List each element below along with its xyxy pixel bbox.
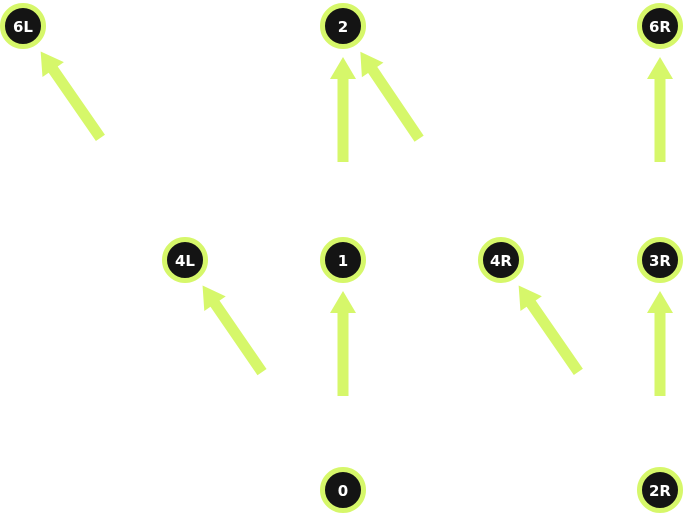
node-label: 6L bbox=[13, 18, 33, 36]
edge-arrow-2-to-4R bbox=[420, 144, 484, 235]
edge-arrow-4L-to-6L bbox=[40, 51, 105, 141]
node-label: 1 bbox=[338, 252, 348, 270]
edge-arrow-0-to-1 bbox=[330, 291, 356, 396]
node-circle bbox=[637, 467, 683, 513]
edge-arrow-4R-to-2 bbox=[360, 51, 424, 142]
node-2R: 2R bbox=[637, 467, 683, 513]
node-circle bbox=[637, 237, 683, 283]
node-1: 1 bbox=[320, 237, 366, 283]
edge-arrow-4L-to-0 bbox=[261, 374, 326, 465]
node-circle bbox=[162, 237, 208, 283]
edge-arrow-4R-to-2R bbox=[578, 375, 643, 465]
node-6L: 6L bbox=[0, 3, 46, 49]
node-4L: 4L bbox=[162, 237, 208, 283]
edges-layer bbox=[40, 51, 673, 465]
node-circle bbox=[320, 237, 366, 283]
edge-arrow-2R-to-4R bbox=[518, 285, 583, 375]
edge-arrow-1-to-2 bbox=[330, 57, 356, 162]
node-circle bbox=[478, 237, 524, 283]
edge-arrow-1-to-0 bbox=[330, 354, 356, 459]
node-2: 2 bbox=[320, 3, 366, 49]
edge-arrow-6R-to-3R bbox=[647, 124, 673, 229]
edge-arrow-2-to-1 bbox=[330, 124, 356, 229]
edge-arrow-0-to-4L bbox=[202, 285, 267, 376]
node-circle bbox=[320, 467, 366, 513]
node-label: 2R bbox=[649, 482, 671, 500]
edge-arrow-3R-to-2R bbox=[647, 354, 673, 459]
node-label: 4R bbox=[490, 252, 512, 270]
node-circle bbox=[637, 3, 683, 49]
edge-arrow-6L-to-4L bbox=[103, 145, 168, 235]
node-label: 2 bbox=[338, 18, 348, 36]
nodes-layer: 6L 2 6R 4L 1 4R 3R 0 2R bbox=[0, 3, 683, 513]
node-4R: 4R bbox=[478, 237, 524, 283]
node-circle bbox=[320, 3, 366, 49]
node-circle bbox=[0, 3, 46, 49]
edge-arrow-2R-to-3R bbox=[647, 291, 673, 396]
node-label: 6R bbox=[649, 18, 671, 36]
edge-arrow-3R-to-6R bbox=[647, 57, 673, 162]
node-label: 0 bbox=[338, 482, 348, 500]
node-6R: 6R bbox=[637, 3, 683, 49]
node-label: 3R bbox=[649, 252, 671, 270]
node-3R: 3R bbox=[637, 237, 683, 283]
node-label: 4L bbox=[175, 252, 195, 270]
node-0: 0 bbox=[320, 467, 366, 513]
